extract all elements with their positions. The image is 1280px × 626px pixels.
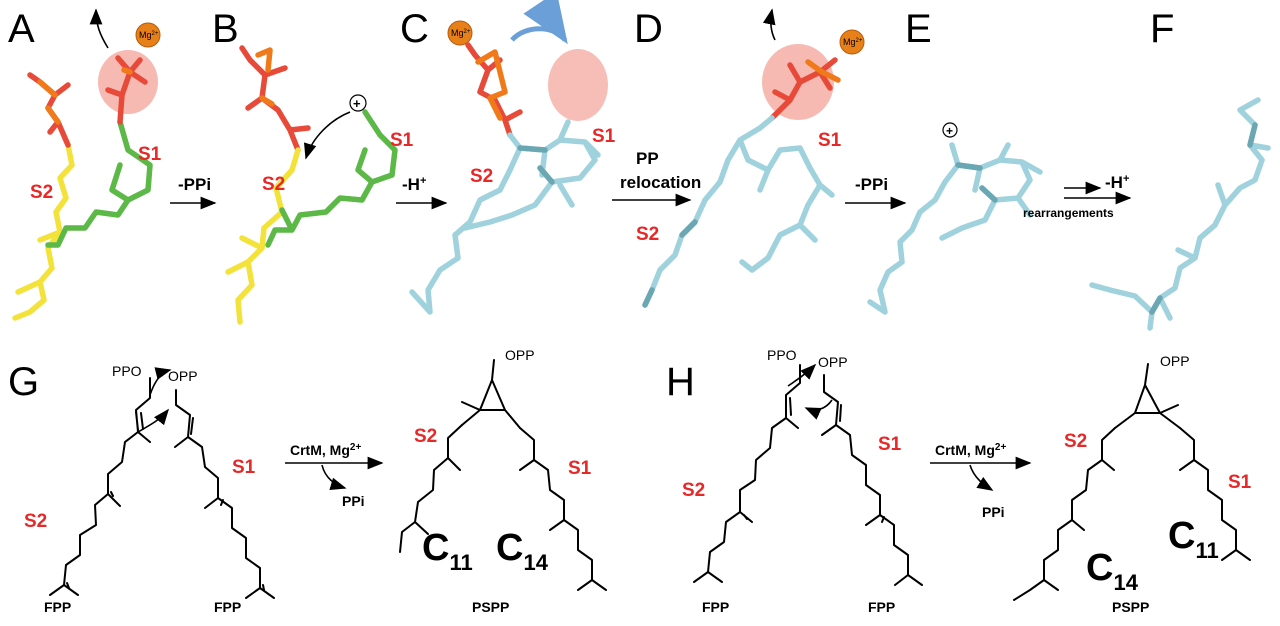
carbocation-charge-icon <box>942 122 958 138</box>
panel-f-structure <box>1089 97 1271 331</box>
bond-formation-arrow <box>787 363 817 387</box>
panel-d-structure: Mg2+ S1 S2 <box>636 8 865 308</box>
magnesium-ion-icon <box>447 20 473 46</box>
site-label-s2: S2 <box>30 182 53 203</box>
panel-a-structure: Mg2+ S1 S2 <box>12 8 162 321</box>
site-label-s1: S1 <box>818 130 842 151</box>
empty-pocket <box>548 49 608 121</box>
site-label-s1: S1 <box>1228 472 1252 493</box>
panel-g-scheme: PPO OPP S2 S1 FPP FPP CrtM, Mg2+ PPi OPP… <box>24 347 607 615</box>
panel-letter-b: B <box>212 7 239 51</box>
panel-letter-g: G <box>8 360 39 404</box>
step-arrow-cd: PP relocation <box>612 149 701 207</box>
panel-letter-f: F <box>1150 7 1174 51</box>
magnesium-ion-icon <box>839 29 865 55</box>
step-label-ab: -PPi <box>178 175 211 194</box>
step-arrow-ef: -H+ rearrangements <box>1023 173 1132 220</box>
panel-b-structure: + S1 S2 <box>225 45 414 325</box>
panel-c-structure: Mg2+ S1 S2 <box>409 0 616 315</box>
substrate-label-right: FPP <box>868 599 895 615</box>
site-label-s1: S1 <box>568 458 592 479</box>
product-label: PSPP <box>1112 599 1149 615</box>
step-label-bc: -H+ <box>402 175 426 194</box>
step-arrow-ab: -PPi <box>170 175 217 210</box>
release-arrow <box>762 8 776 41</box>
site-label-s1: S1 <box>390 130 414 151</box>
panel-e-structure: + <box>867 122 1043 315</box>
step-label-ef: -H+ <box>1105 173 1129 192</box>
opp-label: OPP <box>505 347 535 363</box>
site-label-s2: S2 <box>682 480 705 501</box>
opp-label: OPP <box>168 368 198 384</box>
mg-label: Mg2+ <box>843 37 863 47</box>
panel-letter-a: A <box>8 7 35 51</box>
substrate-label-left: FPP <box>702 599 729 615</box>
ppo-label: PPO <box>767 347 797 363</box>
attack-arrow <box>304 111 351 160</box>
site-label-s1: S1 <box>232 457 256 478</box>
relocation-arrow-icon <box>510 0 568 45</box>
site-label-s1: S1 <box>592 126 616 147</box>
step-arrow-de: -PPi <box>845 175 907 210</box>
carbon-count-c11: C11 <box>1168 515 1219 563</box>
magnesium-ion-icon <box>135 22 161 48</box>
mg-label: Mg2+ <box>451 28 471 38</box>
panel-letter-e: E <box>905 7 932 51</box>
panel-h-scheme: PPO OPP S2 S1 FPP FPP CrtM, Mg2+ PPi OPP… <box>682 347 1252 615</box>
panel-letter-d: D <box>634 7 663 51</box>
site-label-s2: S2 <box>636 224 659 245</box>
step-label-cd-line1: PP <box>636 149 659 168</box>
site-label-s2: S2 <box>24 511 47 532</box>
step-label-ef-sub: rearrangements <box>1023 206 1114 220</box>
opp-label: OPP <box>1160 353 1190 369</box>
opp-label: OPP <box>818 354 848 370</box>
panel-letter-h: H <box>666 360 695 404</box>
enzyme-label: CrtM, Mg2+ <box>290 442 361 459</box>
step-arrow-bc: -H+ <box>396 175 448 210</box>
bond-formation-arrow <box>149 367 172 396</box>
substrate-label-right: FPP <box>214 599 241 615</box>
attack-arrow <box>804 399 833 420</box>
carbocation-plus: + <box>946 124 953 138</box>
attack-arrow <box>137 408 169 433</box>
carbon-count-c14: C14 <box>496 527 549 575</box>
carbon-count-c11: C11 <box>422 527 473 575</box>
site-label-s2: S2 <box>262 174 285 195</box>
product-label: PSPP <box>472 599 509 615</box>
step-label-de: -PPi <box>855 175 888 194</box>
byproduct-label: PPi <box>982 504 1005 520</box>
site-label-s2: S2 <box>470 166 493 187</box>
site-label-s1: S1 <box>878 434 902 455</box>
site-label-s1: S1 <box>138 144 162 165</box>
panel-letter-c: C <box>400 7 429 51</box>
substrate-label-left: FPP <box>44 599 71 615</box>
carbocation-charge-icon <box>349 94 367 112</box>
byproduct-label: PPi <box>342 493 365 509</box>
carbocation-plus: + <box>353 96 361 111</box>
enzyme-label: CrtM, Mg2+ <box>935 442 1006 459</box>
carbon-count-c14: C14 <box>1086 547 1139 595</box>
release-arrow <box>89 8 109 49</box>
site-label-s2: S2 <box>414 426 437 447</box>
mg-label: Mg2+ <box>139 30 159 40</box>
step-label-cd-line2: relocation <box>620 173 701 192</box>
ppo-label: PPO <box>112 363 142 379</box>
site-label-s2: S2 <box>1064 431 1087 452</box>
